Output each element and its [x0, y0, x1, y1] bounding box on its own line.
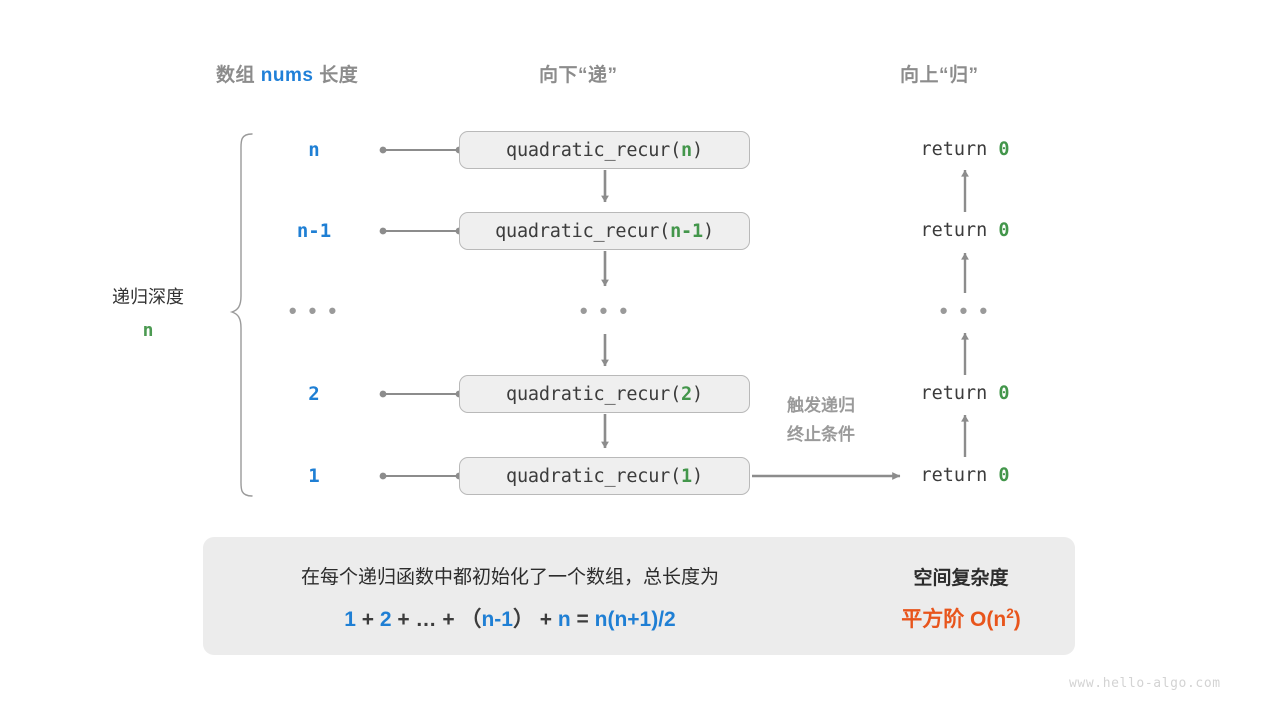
return-label-n-1-prefix: return: [920, 220, 999, 241]
return-label-2-prefix: return: [920, 383, 999, 404]
call-box-n-1-prefix: quadratic_recur(: [495, 220, 671, 242]
header-array-code: nums: [260, 65, 314, 86]
summary-panel: [203, 537, 1075, 655]
return-label-1: return 0: [885, 465, 1045, 486]
complexity-result: 平方阶 O(n2): [866, 603, 1056, 633]
call-column-ellipsis: • • •: [579, 298, 631, 323]
formula-term-3: n-1: [481, 608, 513, 631]
depth-label-ellipsis: • • •: [288, 298, 340, 323]
header-recurse-down: 向下“递”: [539, 65, 618, 86]
return-label-n-prefix: return: [920, 139, 999, 160]
formula-op-3: ） +: [512, 608, 558, 631]
call-box-n[interactable]: quadratic_recur(n): [459, 131, 750, 169]
header-array-suffix: 长度: [313, 65, 359, 86]
call-box-1-suffix: ): [692, 465, 703, 487]
depth-label-n-1: n-1: [296, 220, 332, 242]
depth-label-1: 1: [308, 465, 320, 487]
call-box-n-suffix: ): [692, 139, 703, 161]
call-box-2[interactable]: quadratic_recur(2): [459, 375, 750, 413]
formula-op-2: + … + （: [391, 608, 482, 631]
termination-annotation-line1: 触发递归: [787, 396, 855, 415]
depth-connectors: [379, 146, 463, 480]
watermark: www.hello-algo.com: [1069, 676, 1221, 691]
call-box-n-arg: n: [681, 139, 692, 161]
summary-description: 在每个递归函数中都初始化了一个数组，总长度为: [300, 567, 719, 588]
call-box-1-prefix: quadratic_recur(: [506, 465, 682, 487]
return-label-n-1-value: 0: [998, 220, 1010, 241]
depth-label-n: n: [308, 139, 320, 161]
termination-annotation: 触发递归 终止条件: [756, 391, 886, 449]
return-label-n: return 0: [885, 139, 1045, 160]
brace-caption: 递归深度: [112, 287, 184, 307]
complexity-result-exponent: 2: [1006, 606, 1014, 621]
formula-op-4: =: [570, 608, 595, 631]
header-return-up: 向上“归”: [900, 65, 979, 86]
complexity-result-tail: ): [1013, 608, 1021, 631]
formula-term-1: 1: [344, 608, 356, 631]
call-box-n-1-suffix: ): [702, 220, 714, 242]
formula-term-2: 2: [379, 608, 392, 631]
return-label-1-prefix: return: [920, 465, 999, 486]
return-label-n-1: return 0: [885, 220, 1045, 241]
call-box-2-suffix: ): [692, 383, 703, 405]
header-array-prefix: 数组: [216, 65, 261, 86]
return-column-ellipsis: • • •: [939, 298, 991, 323]
call-box-1-arg: 1: [681, 465, 692, 487]
call-box-n-1-arg: n-1: [670, 220, 703, 242]
call-box-1[interactable]: quadratic_recur(1): [459, 457, 750, 495]
return-label-2-value: 0: [998, 383, 1010, 404]
depth-brace: [229, 133, 253, 497]
formula-term-4: n: [557, 608, 571, 631]
termination-annotation-line2: 终止条件: [787, 425, 855, 444]
call-box-n-1[interactable]: quadratic_recur(n-1): [459, 212, 750, 250]
call-box-n-prefix: quadratic_recur(: [506, 139, 682, 161]
formula-op-1: +: [355, 608, 380, 631]
return-label-n-value: 0: [998, 139, 1010, 160]
call-box-2-arg: 2: [681, 383, 692, 405]
depth-label-2: 2: [308, 383, 320, 405]
header-array-length: 数组 nums 长度: [216, 60, 358, 87]
brace-caption-value: n: [142, 320, 154, 341]
return-label-1-value: 0: [998, 465, 1010, 486]
return-label-2: return 0: [885, 383, 1045, 404]
complexity-result-code: O(n: [970, 608, 1007, 631]
complexity-result-prefix: 平方阶: [901, 608, 971, 631]
complexity-title: 空间复杂度: [913, 568, 1009, 589]
call-box-2-prefix: quadratic_recur(: [506, 383, 682, 405]
summary-formula: 1 + 2 + … + （n-1） + n = n(n+1)/2: [230, 603, 790, 633]
formula-term-5: n(n+1)/2: [594, 608, 676, 631]
